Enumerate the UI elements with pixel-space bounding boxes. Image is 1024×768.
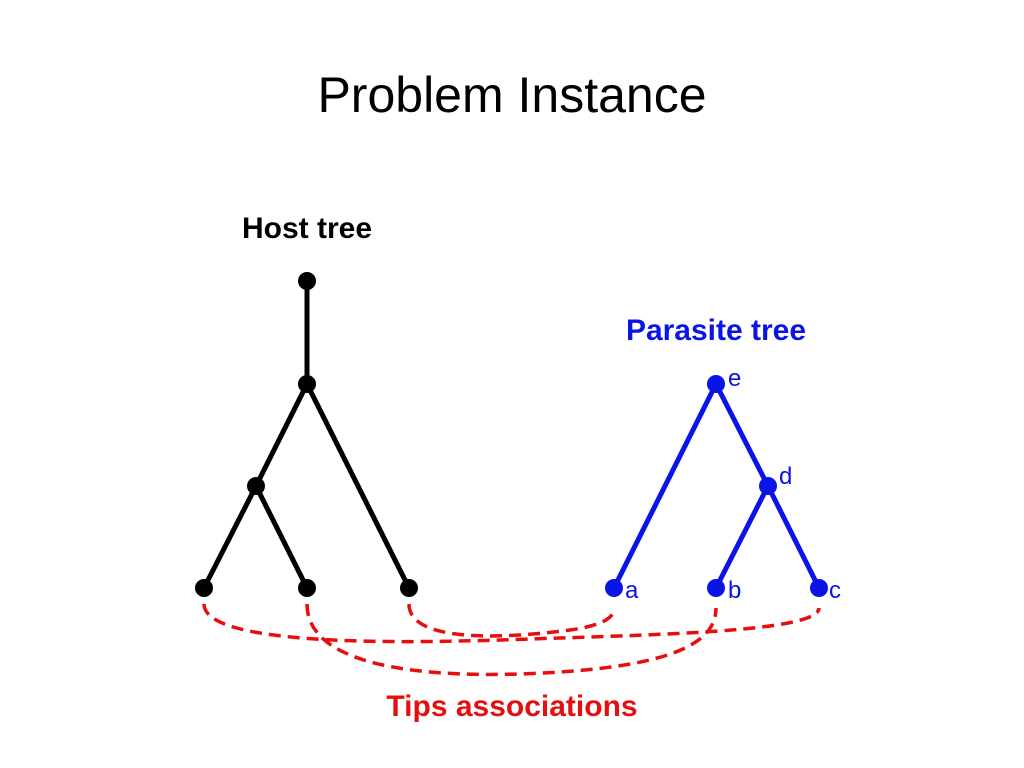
parasite-tree-label: Parasite tree [626,314,806,347]
tip-associations [202,603,821,677]
parasite-node-label-d: d [779,463,792,490]
host-internal-node-left [247,477,265,495]
parasite-node-e [707,375,725,393]
host-edge-left-right [253,483,310,591]
parasite-node-b [707,579,725,597]
parasite-edge-d-b [713,483,771,591]
host-edge-left [253,381,310,489]
host-tree [201,278,412,591]
slide-title: Problem Instance [317,67,707,123]
host-leaf-2 [298,579,316,597]
parasite-node-label-a: a [625,577,639,604]
host-tree-label: Host tree [242,212,372,245]
parasite-node-label-e: e [728,365,741,392]
association-host1-parasite-c [202,603,821,644]
host-edge-left-left [201,483,259,591]
host-leaf-1 [195,579,213,597]
association-host2-parasite-b [305,603,718,677]
tips-associations-label: Tips associations [386,690,637,723]
parasite-edge-e-a [611,381,719,591]
parasite-node-a [605,579,623,597]
parasite-node-c [810,579,828,597]
host-internal-node-top [298,375,316,393]
parasite-edge-d-c [765,483,822,591]
host-leaf-3 [400,579,418,597]
host-root-node [298,272,316,290]
parasite-node-d [759,477,777,495]
association-host3-parasite-a [407,603,616,638]
parasite-tree [611,381,822,591]
parasite-node-label-b: b [728,577,741,604]
host-nodes [195,272,418,597]
parasite-nodes [605,375,828,597]
parasite-edge-e-d [713,381,771,489]
host-edge-right [304,381,412,591]
parasite-node-label-c: c [829,577,841,604]
